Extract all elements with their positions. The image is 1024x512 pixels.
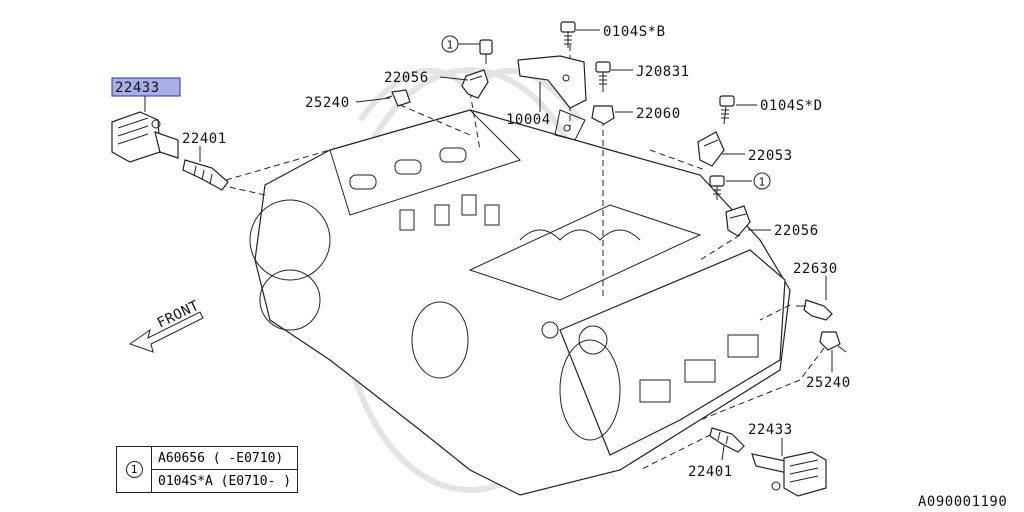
grommet-22060 xyxy=(591,105,615,125)
ref-number-right: 1 xyxy=(759,176,766,189)
label-22630: 22630 xyxy=(793,261,838,277)
label-22056-right: 22056 xyxy=(774,223,819,239)
legend-row-1: A60656 ( -E0710) xyxy=(150,446,299,470)
injector-right xyxy=(725,205,751,237)
label-22053: 22053 xyxy=(748,148,793,164)
bolt-0104sd xyxy=(719,95,735,125)
label-25240-top: 25240 xyxy=(305,95,350,111)
label-25240-bottom: 25240 xyxy=(806,375,851,391)
ignition-coil-right xyxy=(751,451,827,497)
label-22060: 22060 xyxy=(636,106,681,122)
ref-number-top: 1 xyxy=(447,39,454,52)
ignition-coil-left xyxy=(111,111,179,163)
ref-circle-right xyxy=(753,172,771,190)
front-arrow xyxy=(128,311,204,353)
legend-ref-circle: 1 xyxy=(125,461,143,478)
label-22433-right: 22433 xyxy=(748,422,793,438)
label-0104sd: 0104S*D xyxy=(760,98,823,114)
legend-row-2: 0104S*A (E0710- ) xyxy=(150,469,299,493)
legend-ref-cell: 1 xyxy=(116,446,152,493)
spark-plug-right xyxy=(709,427,745,453)
label-10004: 10004 xyxy=(506,112,551,128)
label-22401-left: 22401 xyxy=(182,131,227,147)
bolt-ref-right xyxy=(709,175,725,200)
label-0104sb: 0104S*B xyxy=(603,24,666,40)
label-22401-right: 22401 xyxy=(688,464,733,480)
parts-legend: 1 A60656 ( -E0710) 0104S*A (E0710- ) xyxy=(116,446,299,493)
front-label: FRONT xyxy=(155,298,202,332)
sensor-22053 xyxy=(697,131,725,167)
bolt-j20831 xyxy=(595,61,611,92)
engine-block xyxy=(249,109,791,496)
label-j20831: J20831 xyxy=(636,64,690,80)
sensor-25240-top xyxy=(385,89,411,107)
sensor-22630 xyxy=(796,299,833,321)
spark-plug-left xyxy=(182,159,229,191)
document-id: A090001190 xyxy=(918,494,1008,510)
bolt-0104sb xyxy=(560,21,576,48)
bracket-10004 xyxy=(517,55,587,141)
injector-top xyxy=(461,39,493,99)
label-22056-top: 22056 xyxy=(384,70,429,86)
highlight-box xyxy=(111,77,181,97)
sensor-25240-bottom xyxy=(819,331,847,353)
label-22433-left: 22433 xyxy=(115,80,160,96)
